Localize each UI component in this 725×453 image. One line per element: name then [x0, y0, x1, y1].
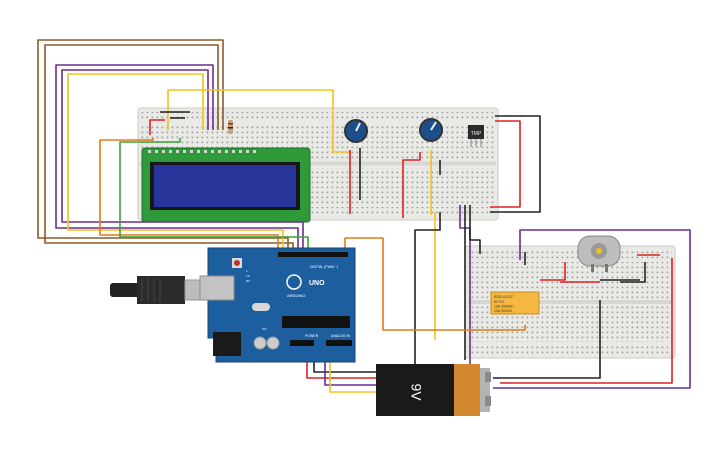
relay-label-2: 5V DC	[494, 300, 505, 304]
potentiometer-1	[344, 119, 368, 143]
rx-label: RX	[246, 279, 250, 283]
analog-label: ANALOG IN	[331, 334, 351, 338]
battery-9v: 9V	[376, 364, 491, 416]
dc-motor	[577, 235, 621, 272]
resistor	[228, 120, 233, 134]
arduino-logo: UNO	[309, 280, 325, 287]
relay-label-3: 10A 250VAC	[494, 305, 514, 309]
usb-cable	[110, 276, 216, 304]
arduino-brand: ARDUINO	[287, 293, 305, 298]
on-label: ON	[262, 327, 267, 331]
battery-label: 9V	[408, 383, 424, 401]
potentiometer-2	[419, 118, 443, 142]
relay-label-1: KDD-H-DCF	[494, 295, 513, 299]
temp-sensor-label: TMP	[471, 131, 482, 137]
l-label: L	[246, 269, 248, 273]
relay-label-4: 10A 30VDC	[494, 309, 513, 313]
arduino-board: UNO ARDUINO DIGITAL (PWM ~) POWER ANALOG…	[199, 247, 356, 363]
tx-label: TX	[246, 274, 250, 278]
lcd-display	[141, 147, 311, 223]
power-label: POWER	[305, 334, 319, 338]
digital-label: DIGITAL (PWM ~)	[310, 265, 338, 269]
temperature-sensor: TMP	[468, 125, 484, 147]
wires	[37, 39, 691, 393]
relay: KDD-H-DCF 5V DC 10A 250VAC 10A 30VDC	[490, 291, 540, 315]
